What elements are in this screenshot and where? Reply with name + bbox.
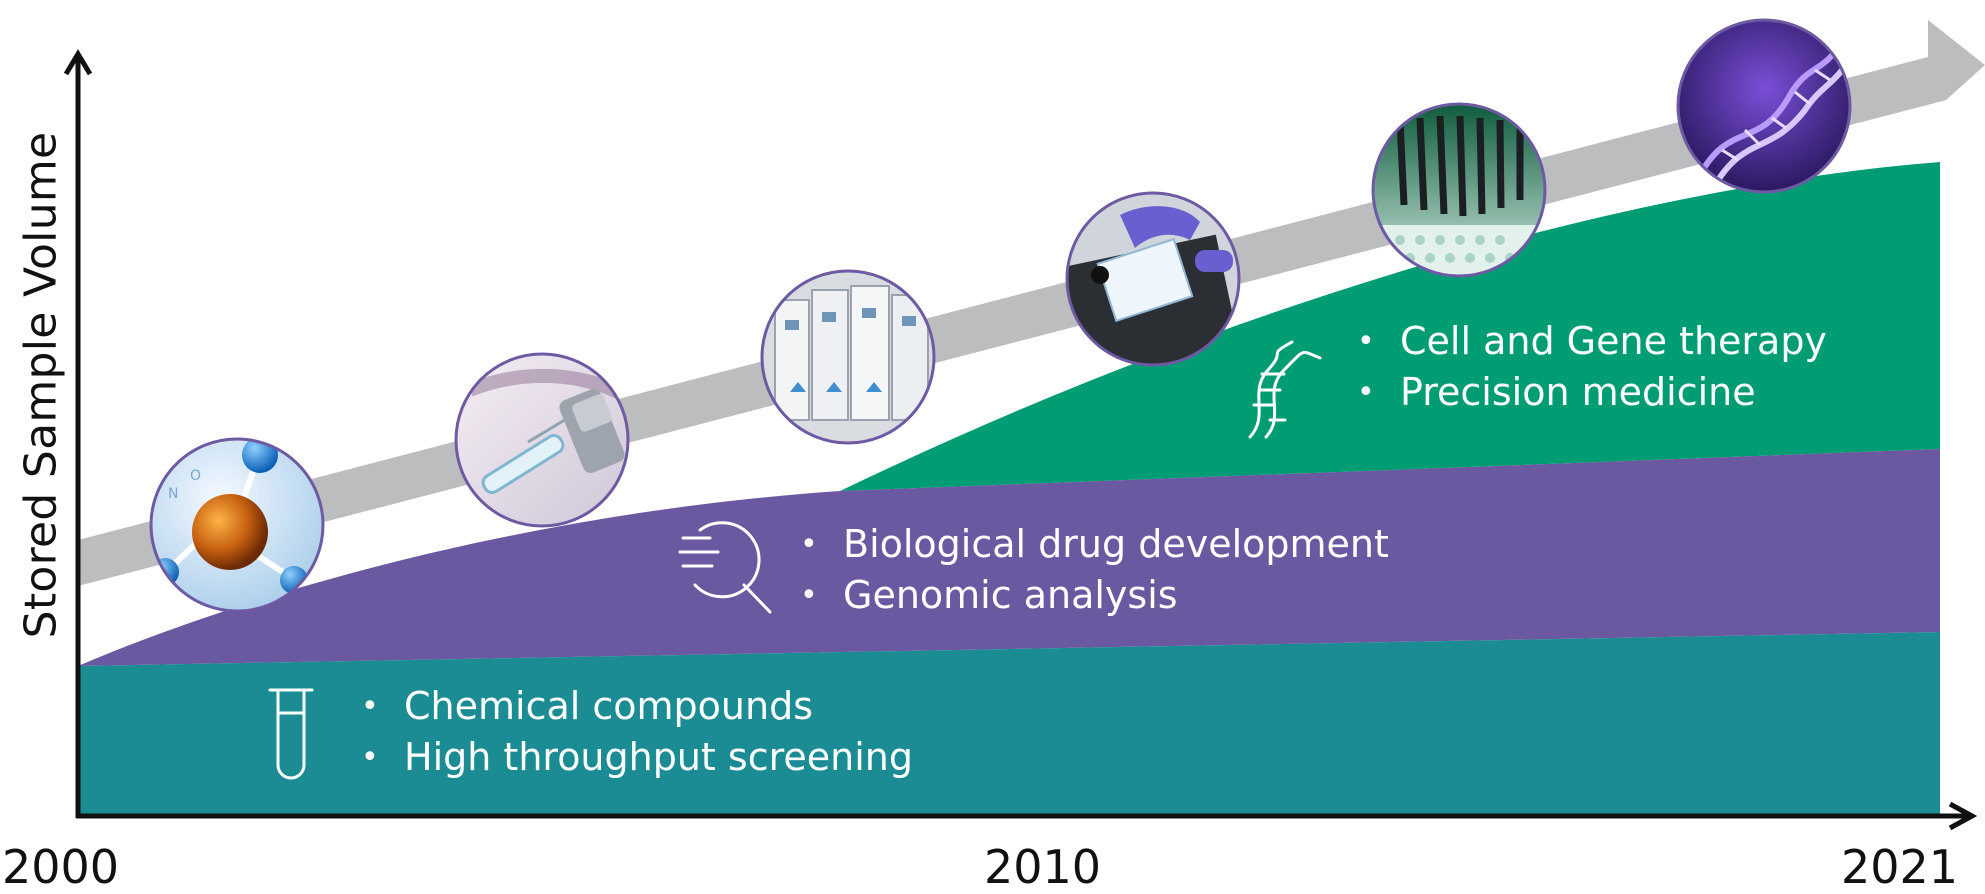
pipette-plate-photo	[1371, 102, 1547, 278]
test-tube-icon	[268, 688, 314, 780]
vial-syringe-photo	[454, 352, 630, 528]
y-axis-label: Stored Sample Volume	[15, 131, 67, 639]
molecule-photo: N O	[149, 437, 325, 613]
band-biological-list: Biological drug development Genomic anal…	[796, 519, 1389, 621]
svg-text:N: N	[168, 486, 178, 502]
band-cell-gene-item-1: Cell and Gene therapy	[1353, 316, 1827, 367]
x-tick-2010: 2010	[984, 840, 1102, 894]
band-biological-item-1: Biological drug development	[796, 519, 1389, 570]
storage-units-photo	[760, 269, 936, 445]
x-axis	[76, 801, 1978, 831]
dna-icon	[1248, 340, 1322, 439]
band-biological-item-2: Genomic analysis	[796, 570, 1389, 621]
band-chemical-list: Chemical compounds High throughput scree…	[357, 681, 913, 783]
magnifier-icon	[678, 521, 772, 614]
svg-text:O: O	[190, 468, 201, 484]
y-axis	[63, 49, 93, 818]
band-chemical-item-2: High throughput screening	[357, 732, 913, 783]
x-tick-2000: 2000	[2, 840, 120, 894]
band-chemical-item-1: Chemical compounds	[357, 681, 913, 732]
band-cell-gene-item-2: Precision medicine	[1353, 367, 1827, 418]
dna-helix-photo	[1676, 18, 1852, 194]
x-tick-2021: 2021	[1841, 840, 1959, 894]
sample-rack-photo	[1065, 191, 1241, 367]
band-cell-gene-list: Cell and Gene therapy Precision medicine	[1353, 316, 1827, 418]
